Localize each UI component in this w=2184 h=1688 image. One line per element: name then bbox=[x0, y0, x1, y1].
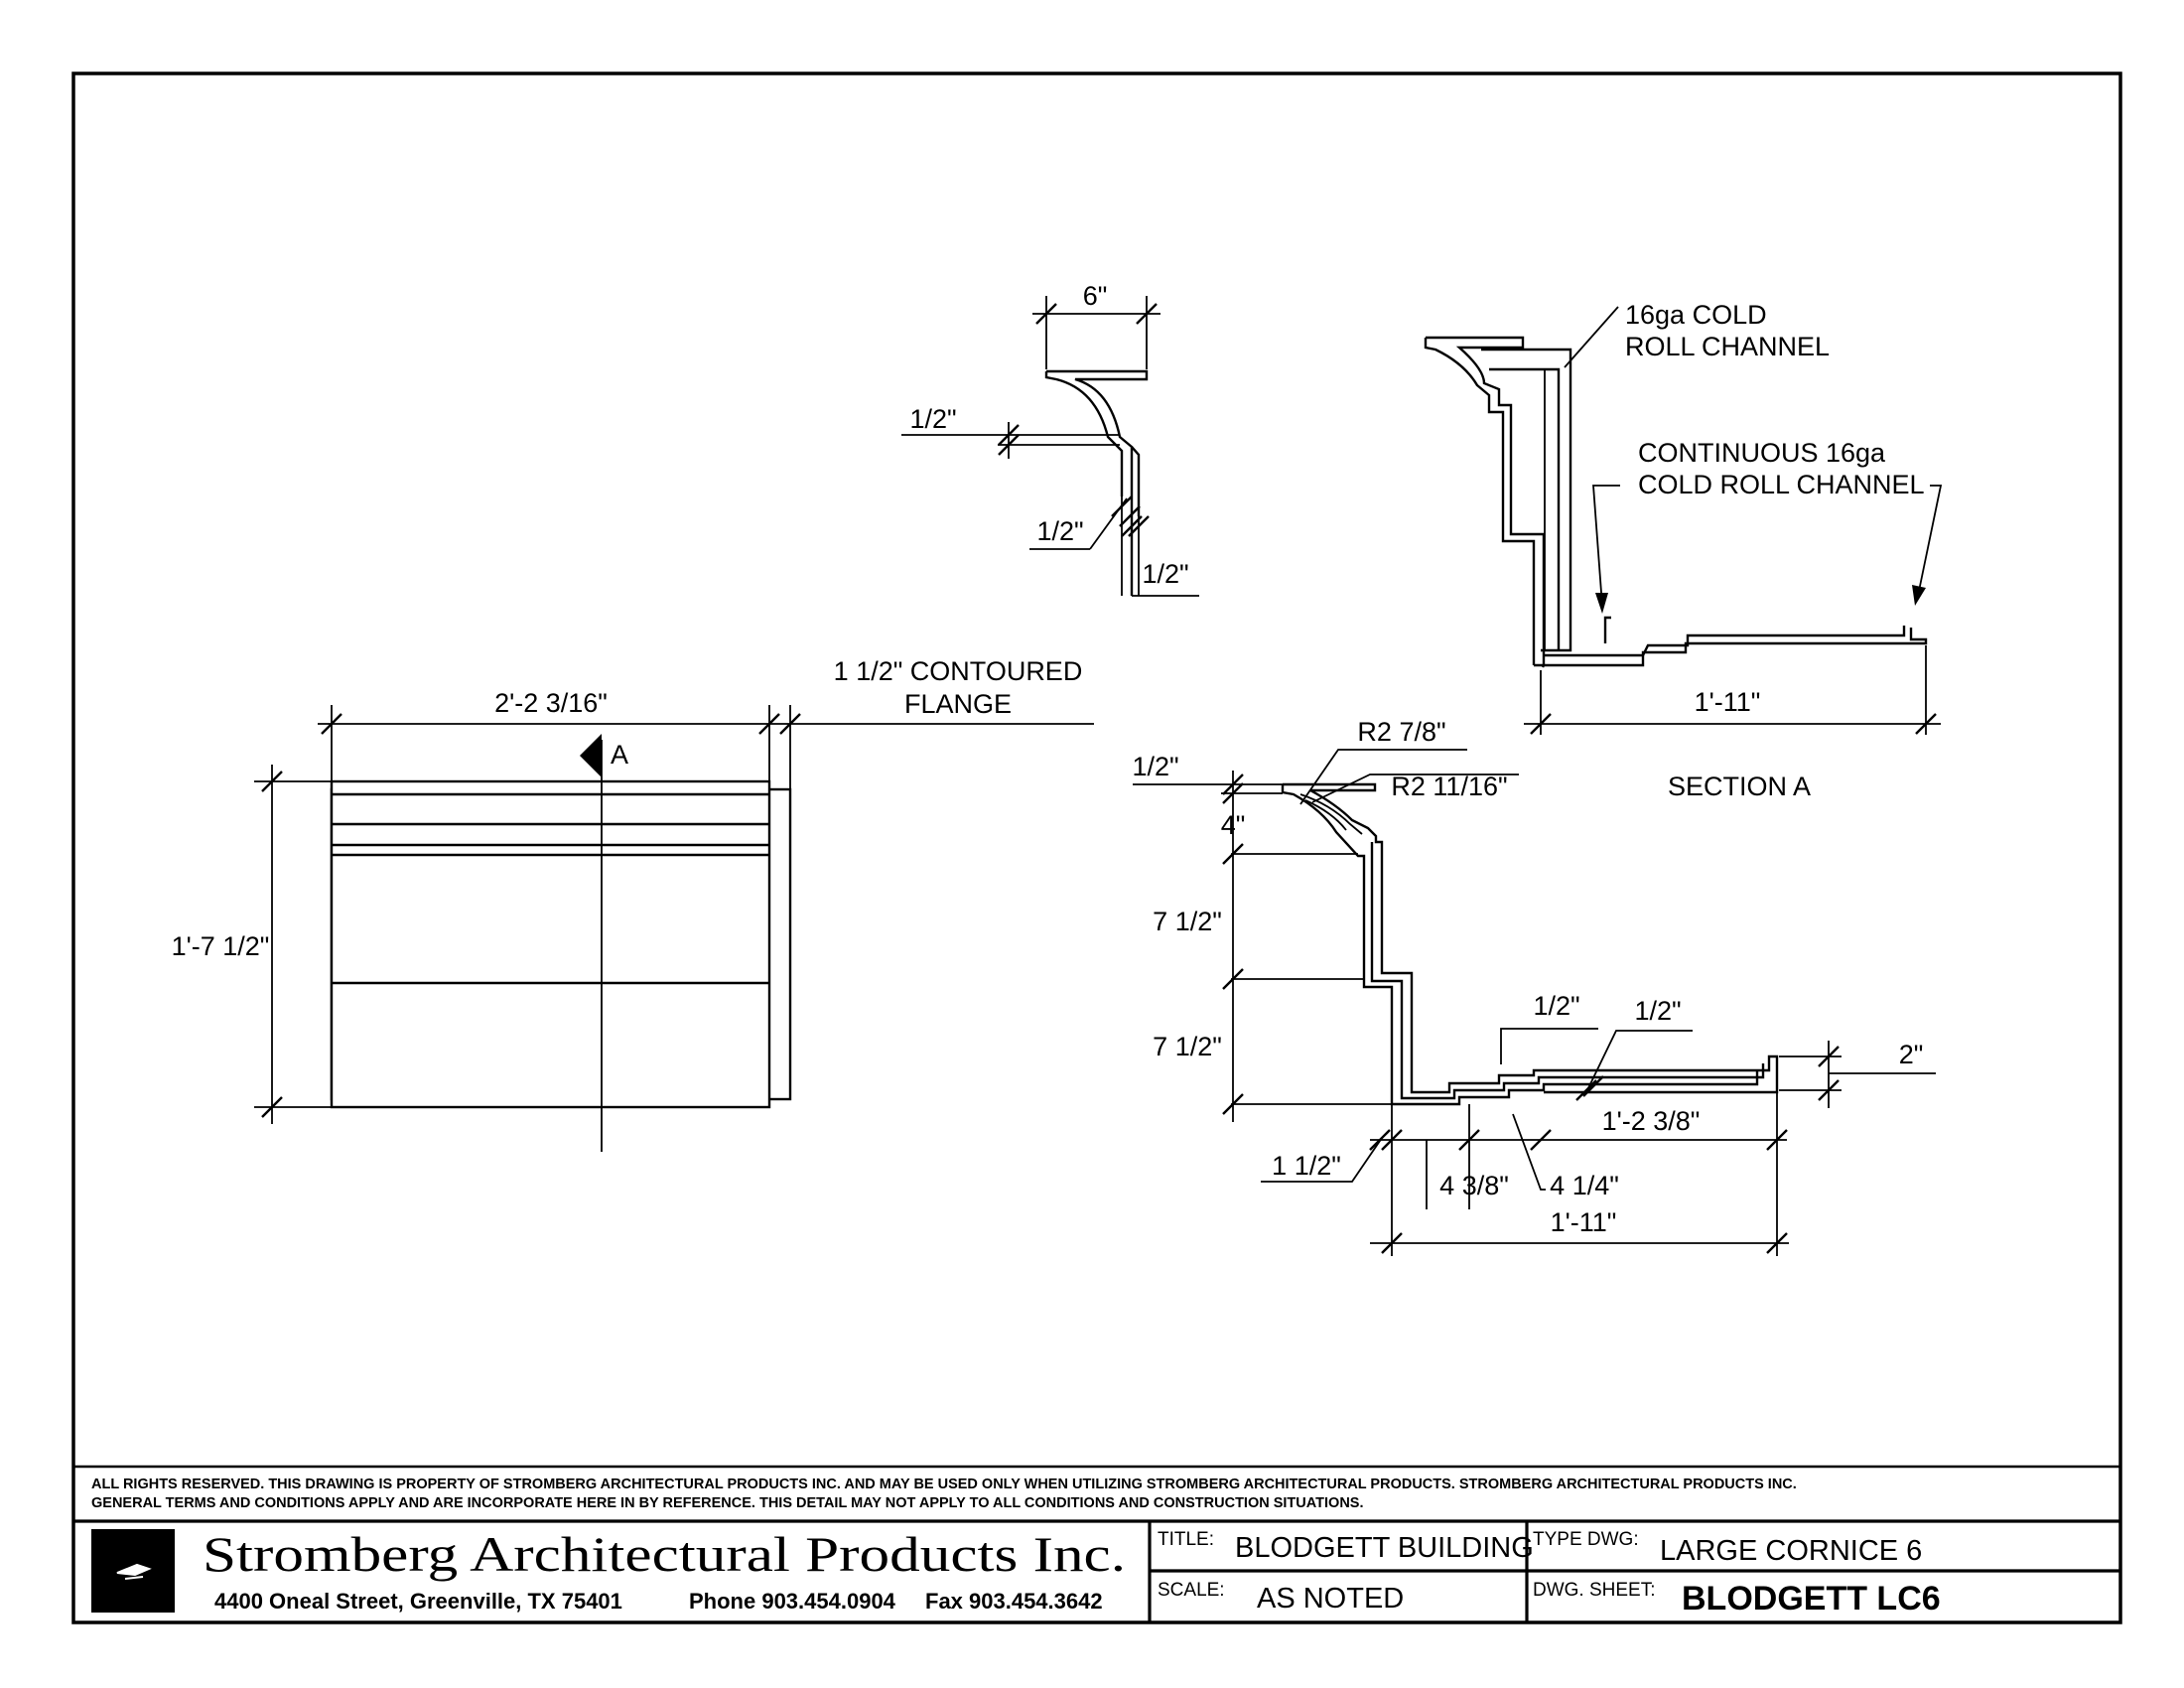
flange-detail: 6" 1/2" 1/2" 1/2" bbox=[901, 281, 1199, 597]
sheet-value: BLODGETT LC6 bbox=[1682, 1580, 1941, 1618]
section-marker-arrow bbox=[580, 734, 602, 777]
flange-note-line1: 1 1/2" CONTOURED bbox=[834, 656, 1083, 686]
scale-key: SCALE: bbox=[1158, 1580, 1225, 1601]
rights-note-line1: ALL RIGHTS RESERVED. THIS DRAWING IS PRO… bbox=[91, 1477, 1797, 1492]
profile-detail: R2 7/8" R2 11/16" 1/2" 4" 7 1/2" 7 1/2" … bbox=[1132, 717, 1936, 1256]
section-a: 16ga COLD ROLL CHANNEL CONTINUOUS 16ga C… bbox=[1424, 300, 1943, 801]
type-key: TYPE DWG: bbox=[1533, 1529, 1639, 1550]
profile-step-b: 1/2" bbox=[1634, 996, 1681, 1026]
flange-note-line2: FLANGE bbox=[904, 689, 1012, 719]
front-view: A 2'-2 3/16" 1 1/2" CONTOURED FLANGE 1'-… bbox=[172, 656, 1094, 1152]
section-width-dim: 1'-11" bbox=[1695, 687, 1761, 717]
profile-seven-half-upper: 7 1/2" bbox=[1153, 907, 1222, 936]
title-key: TITLE: bbox=[1158, 1529, 1214, 1550]
continuous-note-line1: CONTINUOUS 16ga bbox=[1638, 438, 1886, 468]
profile-four: 4" bbox=[1221, 810, 1246, 840]
profile-step-a: 1/2" bbox=[1533, 991, 1579, 1021]
bird-icon bbox=[116, 1563, 152, 1580]
channel-note-line1: 16ga COLD bbox=[1625, 300, 1767, 330]
section-marker-label: A bbox=[611, 740, 628, 770]
profile-two: 2" bbox=[1899, 1040, 1924, 1069]
profile-four-quarter: 4 1/4" bbox=[1550, 1171, 1619, 1200]
profile-overall: 1'-11" bbox=[1551, 1207, 1617, 1237]
flange-dim-2: 1/2" bbox=[1036, 516, 1083, 546]
profile-top-half: 1/2" bbox=[1132, 752, 1178, 781]
company-name: Stromberg Architectural Products Inc. bbox=[203, 1526, 1126, 1582]
type-value: LARGE CORNICE 6 bbox=[1660, 1535, 1922, 1567]
section-a-title: SECTION A bbox=[1668, 772, 1811, 801]
title-block: Stromberg Architectural Products Inc. 44… bbox=[91, 1521, 2120, 1622]
profile-four-three-eighths: 4 3/8" bbox=[1439, 1171, 1509, 1200]
flange-dim-3: 1/2" bbox=[1142, 559, 1188, 589]
continuous-note-line2: COLD ROLL CHANNEL bbox=[1638, 470, 1925, 499]
front-width-dim: 2'-2 3/16" bbox=[494, 688, 608, 718]
profile-one-two-three-eighths: 1'-2 3/8" bbox=[1602, 1106, 1701, 1136]
profile-seven-half-lower: 7 1/2" bbox=[1153, 1032, 1222, 1061]
flange-top-dim: 6" bbox=[1083, 281, 1108, 311]
flange-dim-1: 1/2" bbox=[909, 404, 956, 434]
front-height-dim: 1'-7 1/2" bbox=[172, 931, 270, 961]
radius-1-label: R2 7/8" bbox=[1357, 717, 1445, 747]
channel-note-line2: ROLL CHANNEL bbox=[1625, 332, 1830, 361]
sheet-key: DWG. SHEET: bbox=[1533, 1580, 1656, 1601]
company-fax: Fax 903.454.3642 bbox=[925, 1589, 1103, 1614]
title-value: BLODGETT BUILDING bbox=[1235, 1532, 1534, 1564]
radius-2-label: R2 11/16" bbox=[1391, 772, 1507, 801]
front-view-panel bbox=[330, 779, 771, 1109]
scale-value: AS NOTED bbox=[1257, 1583, 1404, 1615]
sheet-border bbox=[71, 71, 2122, 1624]
rights-note-line2: GENERAL TERMS AND CONDITIONS APPLY AND A… bbox=[91, 1495, 1364, 1511]
profile-one-half-left: 1 1/2" bbox=[1272, 1151, 1341, 1181]
company-address: 4400 Oneal Street, Greenville, TX 75401 bbox=[214, 1589, 622, 1614]
company-phone: Phone 903.454.0904 bbox=[689, 1589, 896, 1614]
